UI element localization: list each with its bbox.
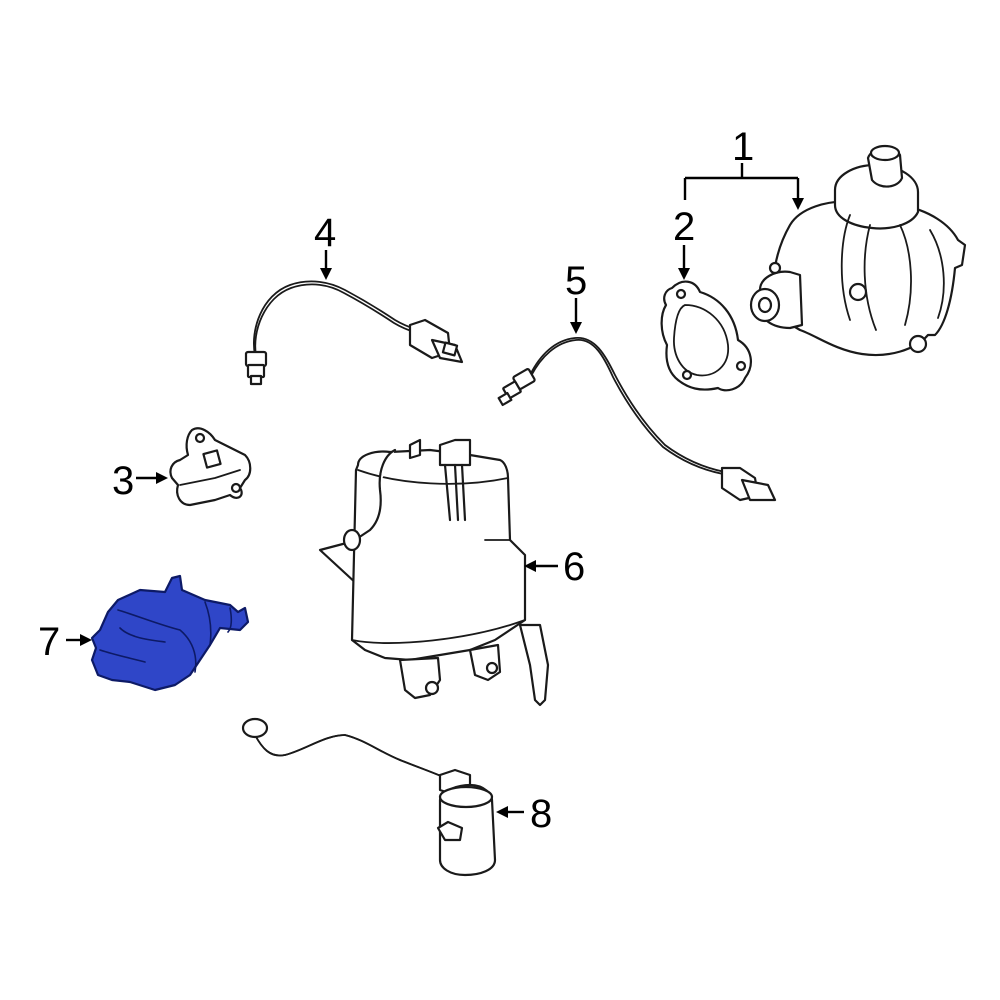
callout-2: 2 — [673, 205, 695, 249]
callout-labels: 1 2 3 4 5 6 7 8 — [38, 125, 754, 836]
part-6-canister[interactable] — [318, 438, 550, 707]
part-8-hose-filter[interactable] — [241, 717, 497, 877]
callout-1: 1 — [732, 125, 754, 169]
callout-7: 7 — [38, 620, 60, 664]
callout-3: 3 — [112, 459, 134, 503]
callout-8: 8 — [530, 792, 552, 836]
part-3-sensor[interactable] — [169, 427, 252, 507]
callout-6: 6 — [563, 545, 585, 589]
callout-leaders — [66, 163, 804, 818]
part-1-vacuum-pump[interactable] — [749, 144, 967, 357]
part-5-oxygen-sensor[interactable] — [497, 337, 777, 502]
part-4-oxygen-sensor[interactable] — [244, 280, 464, 386]
callout-5: 5 — [565, 259, 587, 303]
part-2-gasket[interactable] — [660, 280, 752, 392]
callout-4: 4 — [314, 211, 336, 255]
part-7-purge-valve[interactable] — [90, 574, 250, 692]
